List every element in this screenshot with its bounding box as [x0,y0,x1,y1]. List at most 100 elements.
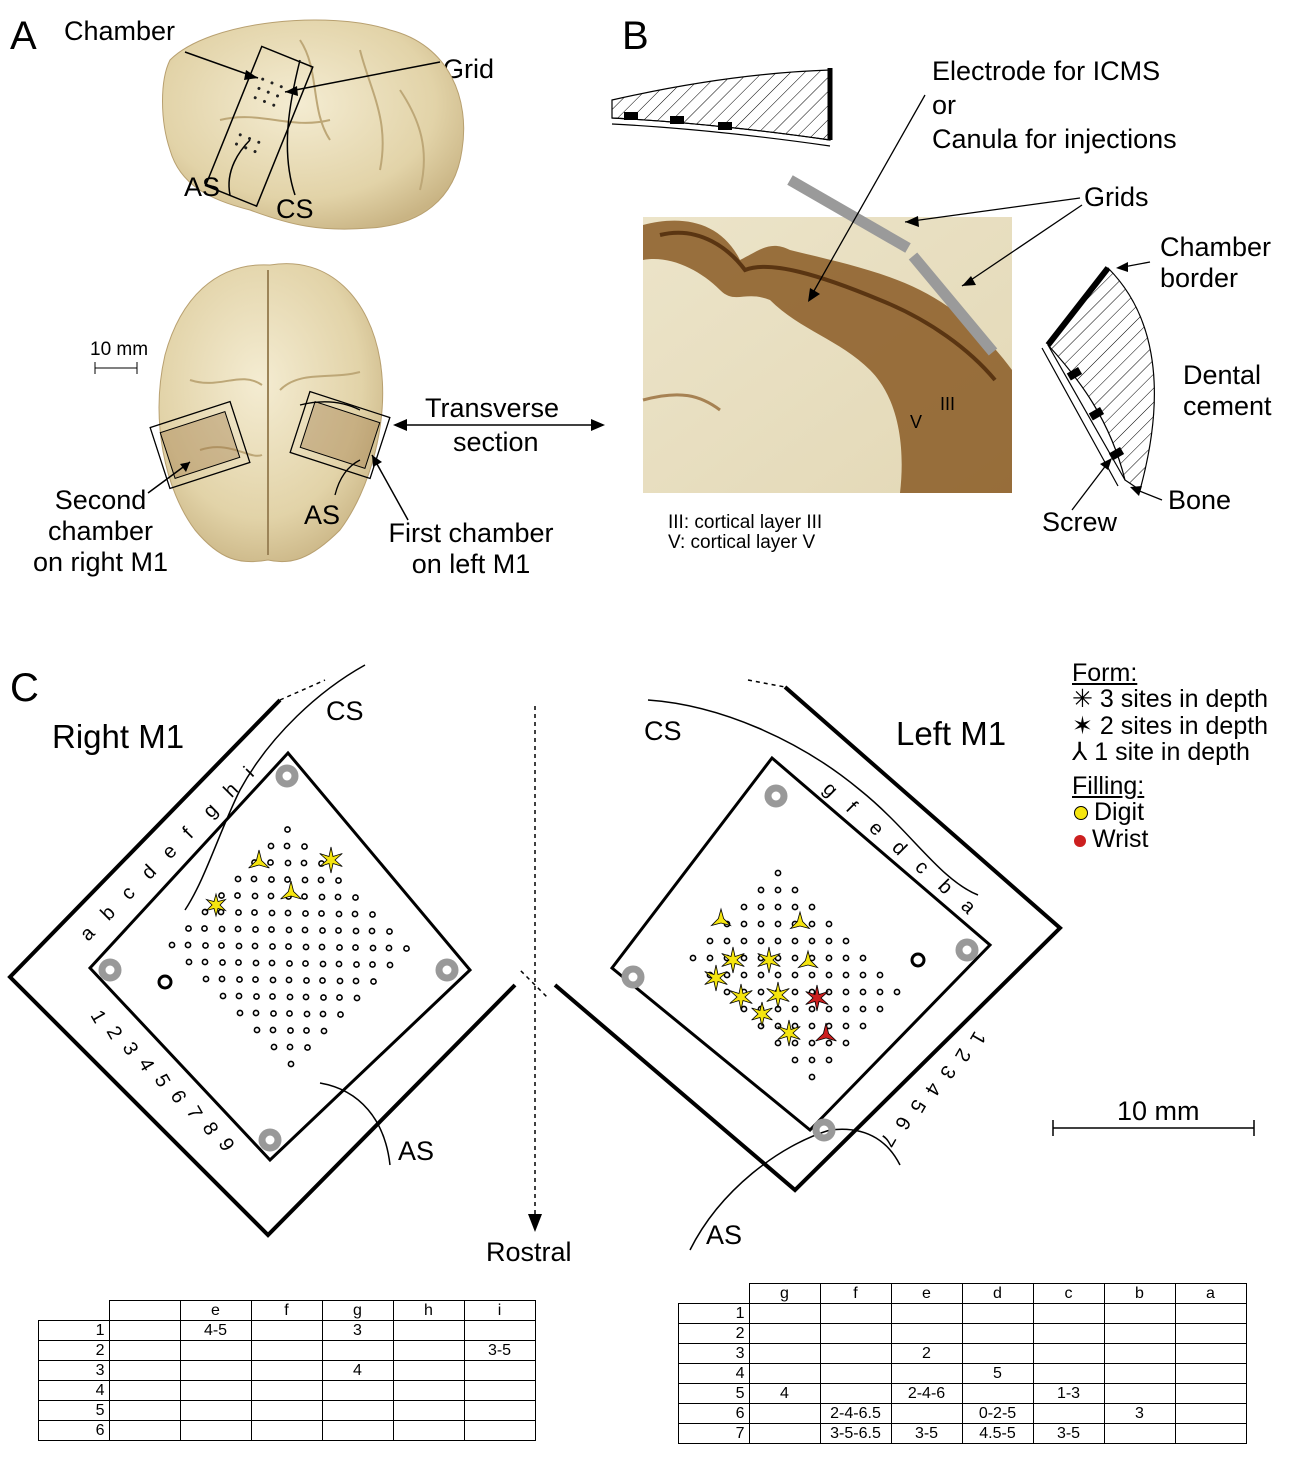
as-label-top: AS [184,172,220,203]
grid-hole [843,1006,848,1011]
table-cell [464,1321,535,1341]
grid-hole [775,921,780,926]
grid-axis-label: f [178,823,198,843]
grid-hole [320,928,325,933]
grid-hole [370,945,375,950]
grid-hole [286,927,291,932]
table-cell: 2 [891,1344,962,1364]
grid-hole [826,1057,831,1062]
grid-hole [270,994,275,999]
site-star [320,847,343,873]
grid-hole [809,1023,814,1028]
grid-hole [235,876,240,881]
table-cell [109,1401,180,1421]
table-row: 34 [39,1361,536,1381]
grid-hole [287,1044,292,1049]
table-row-header: 6 [39,1421,110,1441]
table-cell [1033,1404,1104,1424]
grid-hole [237,977,242,982]
grid-hole [302,927,307,932]
grid-hole [352,911,357,916]
grid-axis-label: 4 [134,1055,159,1076]
grid-axis-label: b [96,902,119,925]
grid-hole [286,977,291,982]
site-star [712,909,731,926]
grid-hole [252,943,257,948]
grid-hole [775,972,780,977]
grid-hole [826,921,831,926]
grid-hole [354,995,359,1000]
table-cell [251,1421,322,1441]
table-header-cell: d [962,1284,1033,1304]
grid-axis-label: 5 [905,1096,930,1117]
grid-hole [287,961,292,966]
grid-hole [285,877,290,882]
grid-hole [202,926,207,931]
table-row: 23-5 [39,1341,536,1361]
grid-hole [304,978,309,983]
grid-hole [253,927,258,932]
grid-hole [860,972,865,977]
grid-hole [369,928,374,933]
grid-hole [775,887,780,892]
table-cell [749,1344,820,1364]
table-header-cell [109,1301,180,1321]
table-row-header: 5 [679,1384,750,1404]
grid-hole [775,870,780,875]
table-row: 32 [679,1344,1247,1364]
table-cell [1104,1384,1175,1404]
table-row: 73-5-6.53-54.5-53-5 [679,1424,1247,1444]
table-cell [109,1321,180,1341]
grid-hole [236,943,241,948]
table-cell [393,1321,464,1341]
grid-hole [235,926,240,931]
table-cell [251,1401,322,1421]
grid-hole [775,938,780,943]
grid-hole [860,1023,865,1028]
site-star [249,850,270,868]
grid-hole [285,910,290,915]
table-header-cell: e [180,1301,251,1321]
site-star [767,982,790,1008]
grid-hole [203,943,208,948]
grid-hole [270,1027,275,1032]
site-star [806,985,829,1011]
table-cell: 3-5 [1033,1424,1104,1444]
right-grid-holes [169,827,409,1067]
grid-hole [826,1040,831,1045]
grid-hole [758,938,763,943]
table-cell [962,1304,1033,1324]
grid-hole [860,989,865,994]
grid-hole [843,989,848,994]
table-cell [820,1324,891,1344]
cs-curve-right [185,665,365,910]
table-cell: 4-5 [180,1321,251,1341]
table-row-header: 1 [39,1321,110,1341]
grid-hole [370,912,375,917]
stimulation-sites [207,847,837,1046]
grid-hole [321,995,326,1000]
grid-hole [353,928,358,933]
table-cell: 4.5-5 [962,1424,1033,1444]
table-header-cell: h [393,1301,464,1321]
grid-axis-label: 6 [166,1087,191,1108]
site-star [281,881,302,899]
grid-hole [792,887,797,892]
grid-hole [220,993,225,998]
grid-hole [877,1006,882,1011]
grid-hole [320,978,325,983]
table-cell [1033,1344,1104,1364]
grid-axis-label: 9 [214,1135,239,1156]
left-column-labels: gfedcba [818,778,980,919]
table-row: 62-4-6.50-2-53 [679,1404,1247,1424]
grid-hole [219,926,224,931]
grid-hole [253,960,258,965]
grid-hole [758,904,763,909]
table-cell: 2-4-6.5 [820,1404,891,1424]
grid-hole [843,1023,848,1028]
grid-axis-label: 4 [920,1079,945,1100]
table-cell [464,1401,535,1421]
table-header-cell [679,1284,750,1304]
right-screws [102,768,455,1148]
